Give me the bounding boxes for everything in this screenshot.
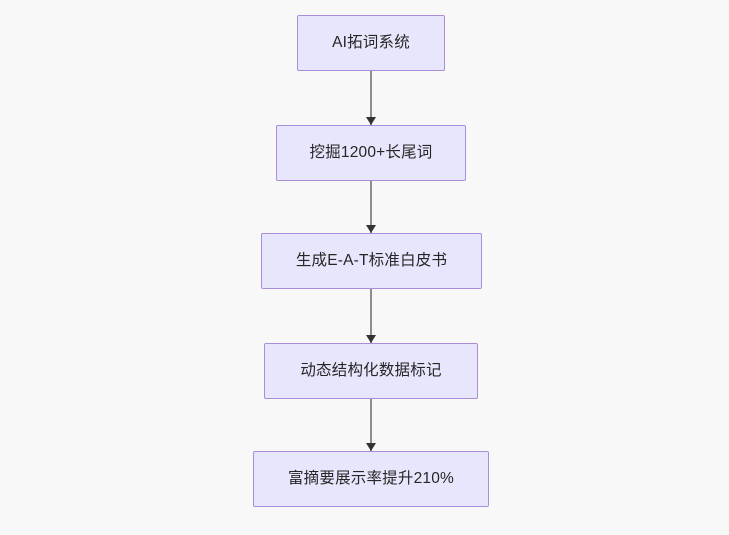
node-label: 富摘要展示率提升210% xyxy=(287,469,455,487)
flowchart-node-eat-whitepaper[interactable]: 生成E-A-T标准白皮书 xyxy=(261,233,482,289)
node-label: AI拓词系统 xyxy=(332,33,410,51)
flowchart-node-ai-keyword-system[interactable]: AI拓词系统 xyxy=(297,15,445,71)
node-label: 生成E-A-T标准白皮书 xyxy=(295,251,448,269)
arrow-down-icon xyxy=(366,117,376,125)
edge-line xyxy=(370,399,372,451)
node-label: 挖掘1200+长尾词 xyxy=(309,143,433,161)
arrow-down-icon xyxy=(366,225,376,233)
arrow-down-icon xyxy=(366,443,376,451)
edge-line xyxy=(370,71,372,125)
edge-line xyxy=(370,289,372,343)
flowchart-node-rich-snippet-result[interactable]: 富摘要展示率提升210% xyxy=(253,451,489,507)
flowchart-node-structured-data-markup[interactable]: 动态结构化数据标记 xyxy=(264,343,478,399)
arrow-down-icon xyxy=(366,335,376,343)
edge-line xyxy=(370,181,372,233)
flowchart-node-longtail-keywords[interactable]: 挖掘1200+长尾词 xyxy=(276,125,466,181)
node-label: 动态结构化数据标记 xyxy=(300,361,442,379)
